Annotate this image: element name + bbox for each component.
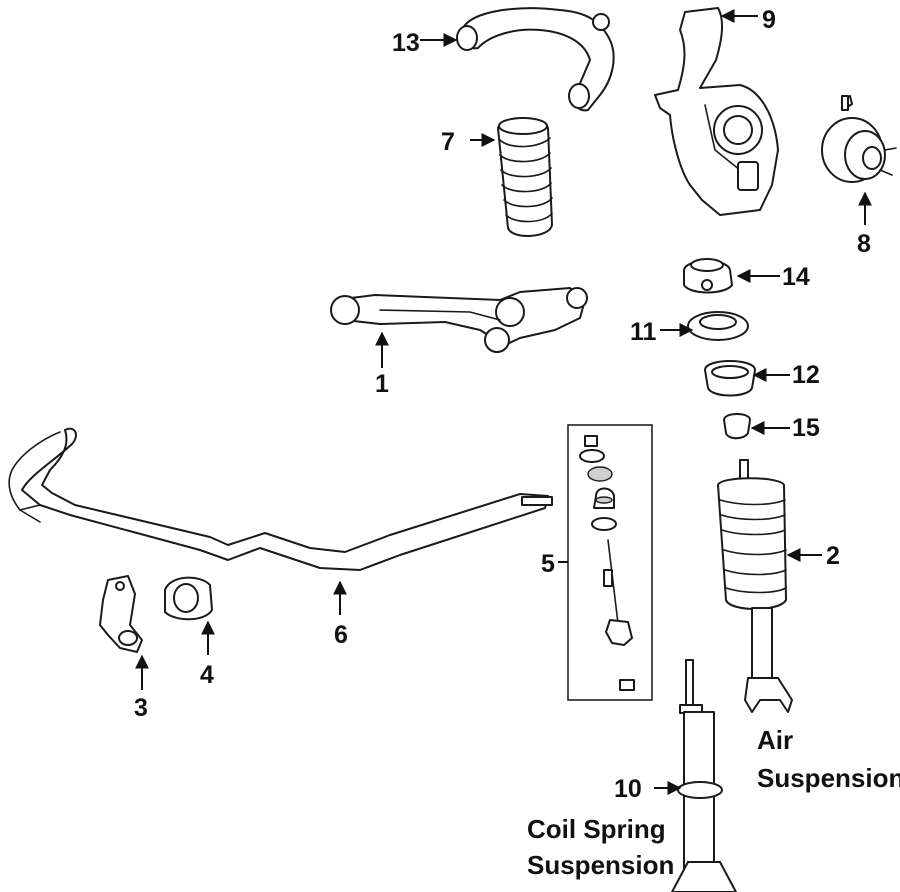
suspension-notes: Air Suspension Coil Spring Suspension — [527, 725, 900, 880]
callout-2: 2 — [826, 542, 840, 570]
callout-1: 1 — [375, 370, 389, 398]
upper-control-arm — [456, 7, 615, 112]
coil-suspension-label-line1: Coil Spring — [527, 814, 666, 844]
callout-8: 8 — [857, 230, 871, 258]
callout-10: 10 — [614, 775, 642, 803]
callout-leaders — [135, 9, 872, 795]
air-strut — [717, 459, 793, 713]
callout-14: 14 — [782, 263, 810, 291]
lower-control-arm — [330, 287, 588, 353]
callout-4: 4 — [200, 661, 214, 689]
stabilizer-bar — [8, 427, 553, 571]
air-suspension-label-line2: Suspension — [757, 763, 900, 793]
coil-spring — [497, 117, 553, 237]
spring-insulator — [687, 311, 749, 341]
coil-suspension-label-line2: Suspension — [527, 850, 674, 880]
jounce-bumper — [723, 413, 751, 440]
stabilizer-link-kit — [567, 424, 653, 701]
callout-13: 13 — [392, 29, 420, 57]
upper-strut-mount — [683, 258, 733, 294]
bump-stop-ring — [704, 360, 756, 397]
steering-knuckle — [654, 7, 779, 216]
callout-12: 12 — [792, 361, 820, 389]
callout-11: 11 — [630, 318, 657, 346]
callout-9: 9 — [762, 6, 776, 34]
stabilizer-bushing — [164, 576, 213, 621]
callout-labels: 13 9 7 8 14 11 12 15 1 2 5 6 4 3 10 — [134, 6, 871, 803]
callout-5: 5 — [541, 550, 555, 578]
coil-strut — [671, 659, 737, 892]
callout-15: 15 — [792, 414, 820, 442]
wheel-hub-bearing — [821, 95, 897, 183]
stabilizer-bushing-bracket — [99, 575, 143, 653]
air-suspension-label-line1: Air — [757, 725, 793, 755]
callout-6: 6 — [334, 621, 348, 649]
callout-7: 7 — [441, 128, 455, 156]
callout-3: 3 — [134, 694, 148, 722]
